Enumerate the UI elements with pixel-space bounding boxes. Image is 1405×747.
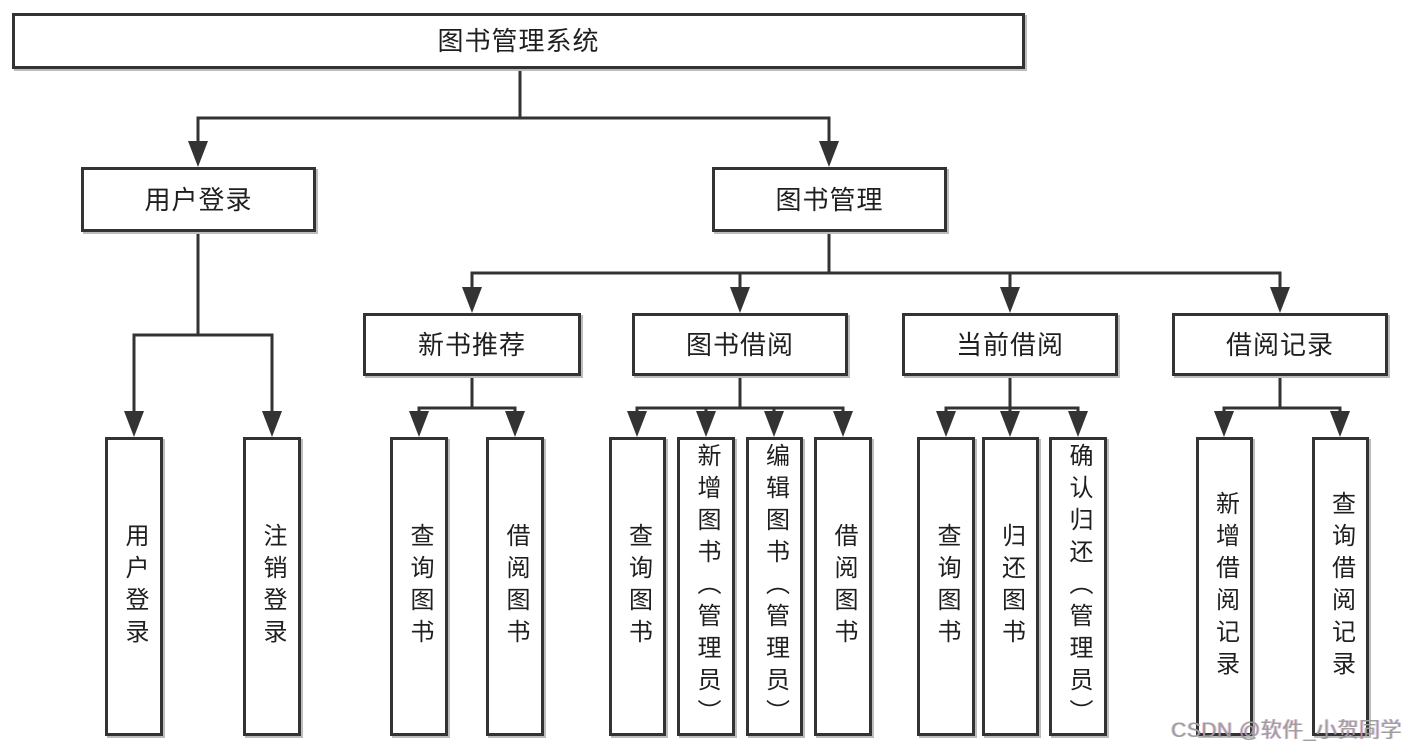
node-book-borrowing-label: 图书借阅 (685, 329, 794, 360)
node-root-label: 图书管理系统 (437, 26, 600, 56)
connector-root-to-level2 (196, 68, 831, 145)
arrowhead-leaf-return-book (1000, 411, 1020, 437)
arrowhead-new-book-recommend (462, 287, 482, 313)
leaf-query-borrow-record: 查询借阅记录 (1312, 437, 1369, 736)
connector-current-borrowing-to-leaves (944, 374, 1080, 415)
node-new-book-recommend: 新书推荐 (363, 313, 581, 376)
watermark: CSDN @软件_小贺同学 (1171, 719, 1402, 742)
leaf-logout-label: 注销登录 (259, 522, 286, 651)
leaf-query-books-recommend-label: 查询图书 (406, 522, 433, 651)
leaf-query-books-current-label: 查询图书 (933, 522, 960, 651)
arrowhead-leaf-borrow-book-2 (833, 411, 853, 437)
leaf-confirm-return-admin: 确认归还（管理员） (1049, 437, 1107, 736)
leaf-query-books-borrowing-label: 查询图书 (624, 522, 652, 651)
node-borrowing-records-label: 借阅记录 (1225, 329, 1334, 360)
leaf-borrow-book-recommend-label: 借阅图书 (502, 522, 529, 651)
leaf-edit-book-admin-label: 编辑图书（管理员） (761, 442, 789, 731)
node-current-borrowing-label: 当前借阅 (955, 329, 1064, 360)
leaf-query-books-current: 查询图书 (917, 437, 975, 736)
arrowhead-book-management (819, 141, 839, 167)
connector-new-book-to-leaves (417, 374, 517, 415)
connector-book-borrowing-to-leaves (635, 374, 845, 415)
arrowhead-leaf-borrow-book-1 (505, 411, 525, 437)
node-user-login: 用户登录 (81, 167, 316, 232)
node-book-management-label: 图书管理 (775, 184, 884, 215)
arrowhead-leaf-query-books-2 (627, 411, 647, 437)
arrowhead-leaf-query-record (1330, 411, 1350, 437)
leaf-query-borrow-record-label: 查询借阅记录 (1327, 490, 1355, 683)
arrowhead-leaf-confirm-return (1068, 411, 1088, 437)
leaf-borrow-book-recommend: 借阅图书 (486, 437, 544, 736)
arrowhead-leaf-edit-book (764, 411, 784, 437)
leaf-add-borrow-record: 新增借阅记录 (1196, 437, 1253, 736)
connector-book-management-to-level3 (470, 231, 1282, 291)
leaf-add-borrow-record-label: 新增借阅记录 (1211, 490, 1239, 683)
leaf-add-book-admin-label: 新增图书（管理员） (693, 442, 720, 731)
arrowhead-user-login (188, 141, 208, 167)
arrowhead-leaf-logout (262, 411, 282, 437)
node-borrowing-records: 借阅记录 (1172, 313, 1388, 376)
connector-borrowing-records-to-leaves (1222, 374, 1342, 415)
leaf-user-login-label: 用户登录 (121, 522, 148, 651)
leaf-borrow-book: 借阅图书 (814, 437, 872, 736)
leaf-query-books-borrowing: 查询图书 (609, 437, 666, 736)
leaf-return-book: 归还图书 (982, 437, 1039, 736)
node-root: 图书管理系统 (12, 13, 1025, 69)
leaf-user-login: 用户登录 (105, 437, 163, 736)
arrowhead-leaf-user-login (124, 411, 144, 437)
arrowhead-book-borrowing (730, 287, 750, 313)
arrowhead-borrowing-records (1270, 287, 1290, 313)
leaf-borrow-book-label: 借阅图书 (830, 522, 857, 651)
arrowhead-leaf-add-record (1214, 411, 1234, 437)
leaf-edit-book-admin: 编辑图书（管理员） (746, 437, 803, 736)
leaf-query-books-recommend: 查询图书 (390, 437, 448, 736)
arrowhead-current-borrowing (1000, 287, 1020, 313)
leaf-logout: 注销登录 (243, 437, 301, 736)
arrowhead-leaf-query-books-1 (409, 411, 429, 437)
arrowhead-leaf-query-books-3 (936, 411, 956, 437)
arrowhead-leaf-add-book (696, 411, 716, 437)
node-book-management: 图书管理 (712, 167, 947, 232)
leaf-confirm-return-admin-label: 确认归还（管理员） (1065, 442, 1092, 731)
node-book-borrowing: 图书借阅 (632, 313, 848, 376)
leaf-add-book-admin: 新增图书（管理员） (677, 437, 735, 736)
node-user-login-label: 用户登录 (144, 184, 253, 215)
leaf-return-book-label: 归还图书 (997, 522, 1025, 651)
node-new-book-recommend-label: 新书推荐 (417, 329, 526, 360)
connector-user-login-to-leaves (132, 230, 274, 415)
node-current-borrowing: 当前借阅 (902, 313, 1118, 376)
